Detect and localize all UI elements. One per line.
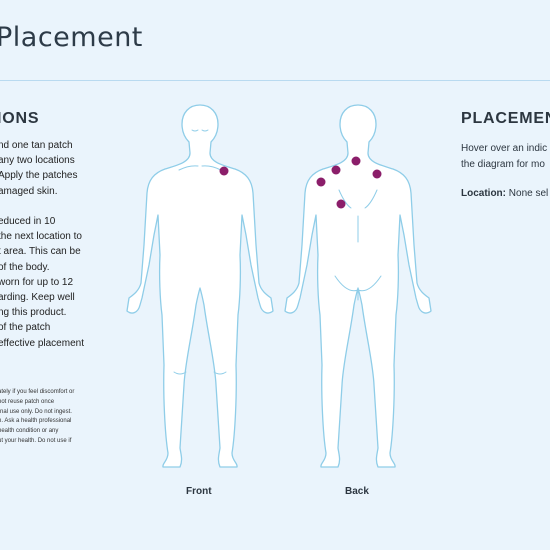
back-placement-marker-shoulder-blade[interactable] (336, 199, 346, 209)
text-line: the next location to (0, 231, 82, 243)
instructions-paragraph-2: educed in 10 the next location to t area… (0, 214, 84, 351)
placement-hint: Hover over an indic the diagram for mo (461, 141, 547, 172)
back-placement-marker-left-shoulder[interactable] (316, 177, 326, 187)
text-line: ut your health. Do not use if (0, 437, 72, 444)
text-line: of the body. (0, 261, 50, 273)
text-line: Hover over an indic (461, 143, 548, 154)
page-title: Placement (0, 22, 143, 53)
text-line: health condition or any (0, 428, 59, 435)
location-label: Location: (461, 188, 506, 199)
front-collarbones (178, 165, 222, 171)
text-line: worn for up to 12 (0, 276, 74, 288)
instructions-heading: IONS (0, 110, 40, 127)
location-value: None sel (508, 188, 549, 199)
text-line: arding. Keep well (0, 291, 75, 303)
front-figure (126, 104, 274, 468)
instructions-paragraph-1: nd one tan patch any two locations Apply… (0, 138, 78, 199)
front-body-outline (126, 104, 274, 468)
back-placement-marker-upper-spine[interactable] (351, 156, 361, 166)
location-readout: Location: None sel (461, 188, 548, 199)
text-line: the diagram for mo (461, 158, 545, 170)
text-line: effective placement (0, 337, 84, 349)
text-line: t area. This can be (0, 246, 81, 258)
back-figure (284, 104, 432, 468)
warning-fine-print: ately if you feel discomfort or not reus… (0, 388, 74, 447)
front-kneecaps (173, 371, 227, 375)
back-shoulder-blades (338, 189, 378, 209)
back-placement-marker-left-upper-back[interactable] (331, 165, 341, 175)
back-glutes (334, 275, 382, 301)
text-line: nd one tan patch (0, 140, 73, 151)
text-line: any two locations (0, 155, 75, 167)
text-line: n. Ask a health professional (0, 418, 72, 425)
text-line: not reuse patch once (0, 398, 55, 405)
back-figure-label: Back (345, 486, 369, 497)
front-figure-label: Front (186, 486, 212, 497)
back-placement-marker-right-shoulder[interactable] (372, 169, 382, 179)
header-divider (0, 80, 550, 81)
text-line: rnal use only. Do not ingest. (0, 408, 72, 415)
text-line: ately if you feel discomfort or (0, 389, 75, 395)
body-diagram (126, 104, 432, 468)
front-placement-marker-shoulder[interactable] (219, 166, 229, 176)
placement-heading: PLACEMEN (461, 110, 550, 127)
text-line: educed in 10 (0, 216, 56, 227)
text-line: ng this product. (0, 307, 67, 319)
front-eyes (191, 129, 209, 132)
text-line: Apply the patches (0, 170, 78, 182)
text-line: of the patch (0, 322, 51, 334)
text-line: amaged skin. (0, 185, 58, 197)
